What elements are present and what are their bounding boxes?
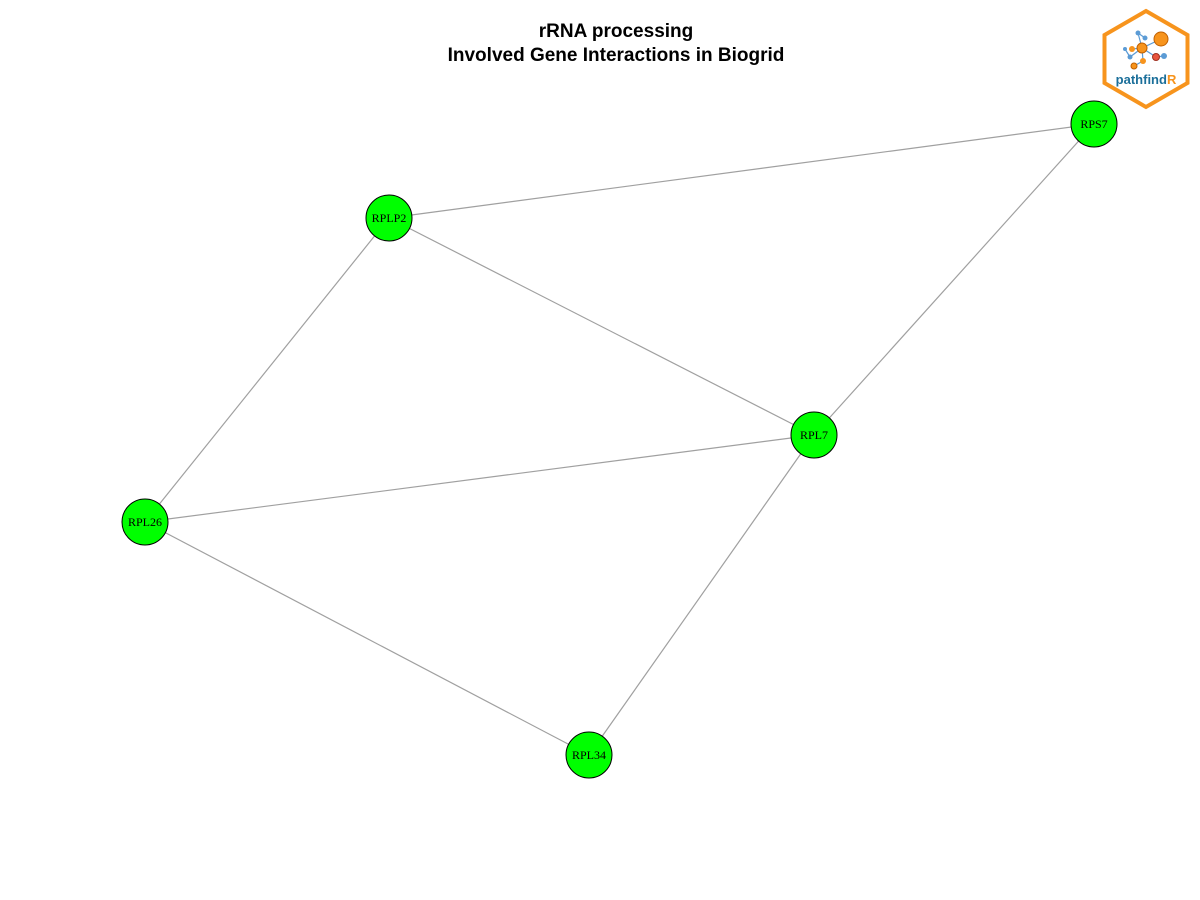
logo-text-main: pathfind (1116, 72, 1167, 87)
title-line-2: Involved Gene Interactions in Biogrid (447, 45, 785, 66)
node-rps7: RPS7 (1070, 100, 1118, 148)
chart-title: rRNA processing Involved Gene Interactio… (0, 20, 1200, 68)
edge-rpl26-rpl34 (144, 521, 590, 756)
node-label: RPL7 (800, 428, 828, 442)
node-label: RPLP2 (372, 211, 407, 225)
logo-text-accent: R (1167, 72, 1177, 87)
edge-rplp2-rps7 (388, 123, 1095, 219)
edge-rplp2-rpl26 (144, 217, 390, 523)
logo-nodes-icon (1123, 30, 1169, 70)
edges-layer (144, 123, 1095, 756)
node-rpl7: RPL7 (790, 411, 838, 459)
logo-hexagon-icon (1102, 8, 1190, 110)
node-label: RPS7 (1080, 117, 1107, 131)
node-circle (1070, 100, 1118, 148)
edge-rpl34-rpl7 (588, 434, 815, 756)
edge-rpl7-rps7 (813, 123, 1095, 436)
node-circle (790, 411, 838, 459)
edge-rpl26-rpl7 (144, 434, 815, 523)
node-rpl26: RPL26 (121, 498, 169, 546)
node-circle (121, 498, 169, 546)
pathfindr-logo: pathfindR (1102, 8, 1190, 110)
node-label: RPL34 (572, 748, 606, 762)
node-label: RPL26 (128, 515, 162, 529)
logo-text: pathfindR (1116, 72, 1177, 87)
node-circle (365, 194, 413, 242)
title-line-1: rRNA processing (538, 21, 694, 42)
edge-rplp2-rpl7 (388, 217, 815, 436)
node-rplp2: RPLP2 (365, 194, 413, 242)
node-rpl34: RPL34 (565, 731, 613, 779)
node-circle (565, 731, 613, 779)
